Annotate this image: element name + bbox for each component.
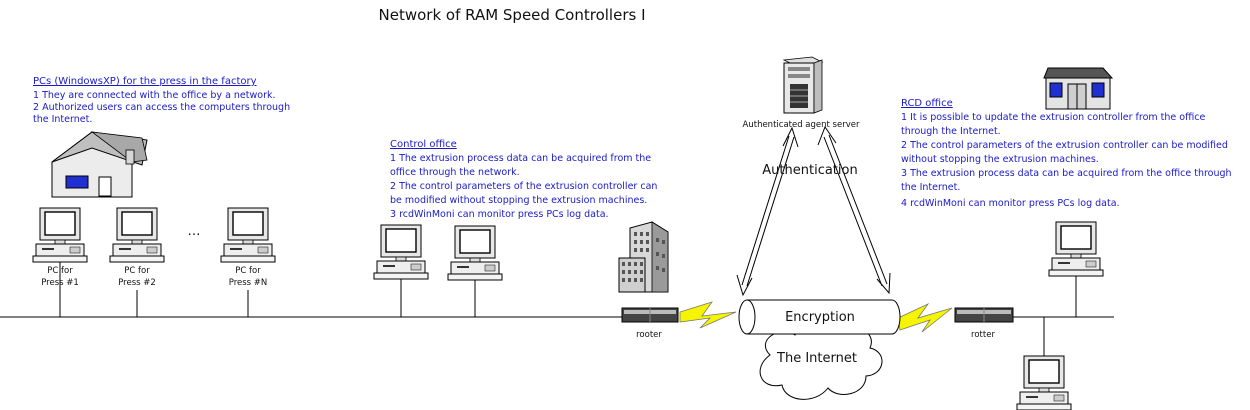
factory-line-3: the Internet.	[33, 114, 92, 125]
agent-server-icon	[782, 56, 824, 114]
encryption-label: Encryption	[785, 310, 855, 325]
control-office-line-3: 2 The control parameters of the extrusio…	[390, 181, 657, 192]
rcd-office-line-5: 3 The extrusion process data can be acqu…	[901, 168, 1232, 179]
authentication-arrows	[736, 125, 891, 297]
control-office-line-4: be modified without stopping the extrusi…	[390, 195, 647, 206]
lightning-right-icon	[897, 302, 953, 333]
encryption-tube-icon	[738, 299, 901, 335]
factory-line-2: 2 Authorized users can access the comput…	[33, 102, 290, 113]
press-pc-2-label-a: PC for	[124, 266, 150, 276]
control-office-pc-1-icon	[373, 224, 429, 280]
press-pc-1-icon	[32, 207, 88, 263]
rcd-office-line-2: through the Internet.	[901, 126, 1001, 137]
diagram-title: Network of RAM Speed Controllers I	[379, 6, 646, 24]
factory-line-1: 1 They are connected with the office by …	[33, 90, 276, 101]
router-left-label: rooter	[636, 330, 662, 340]
rcd-office-pc-2-icon	[1016, 355, 1072, 410]
press-pc-n-label-a: PC for	[235, 266, 261, 276]
control-office-description: Control office 1 The extrusion process d…	[390, 139, 657, 220]
lightning-left-icon	[679, 301, 737, 329]
router-right-icon	[954, 307, 1014, 323]
factory-house-icon	[51, 131, 148, 198]
rcd-office-line-7: 4 rcdWinMoni can monitor press PCs log d…	[901, 198, 1120, 209]
rcd-office-line-6: the Internet.	[901, 182, 960, 193]
rcd-office-line-4: without stopping the extrusion machines.	[901, 154, 1099, 165]
rcd-office-line-1: 1 It is possible to update the extrusion…	[901, 112, 1205, 123]
pc-ellipsis: …	[188, 224, 201, 239]
server-label: Authenticated agent server	[743, 120, 860, 130]
internet-label: The Internet	[776, 351, 857, 366]
press-pc-2-icon	[109, 207, 165, 263]
factory-heading: PCs (WindowsXP) for the press in the fac…	[33, 76, 257, 87]
rcd-office-house-icon	[1043, 67, 1114, 110]
press-pc-n-icon	[220, 207, 276, 263]
press-pc-n-label-b: Press #N	[229, 278, 268, 288]
press-pc-2-label-b: Press #2	[118, 278, 156, 288]
control-office-heading: Control office	[390, 139, 457, 150]
rcd-office-description: RCD office 1 It is possible to update th…	[901, 98, 1232, 209]
control-office-line-2: office through the network.	[390, 167, 520, 178]
control-office-pc-2-icon	[447, 225, 503, 281]
factory-drop-lines	[59, 262, 1077, 356]
rcd-office-heading: RCD office	[901, 98, 953, 109]
control-office-line-1: 1 The extrusion process data can be acqu…	[390, 153, 651, 164]
router-left-icon	[621, 307, 679, 323]
control-office-line-5: 3 rcdWinMoni can monitor press PCs log d…	[390, 209, 609, 220]
rcd-office-pc-1-icon	[1048, 221, 1104, 277]
office-building-icon	[618, 221, 669, 293]
rcd-office-line-3: 2 The control parameters of the extrusio…	[901, 140, 1228, 151]
router-right-label: rotter	[971, 330, 995, 340]
factory-description: PCs (WindowsXP) for the press in the fac…	[33, 76, 290, 125]
authentication-label: Authentication	[762, 163, 857, 178]
